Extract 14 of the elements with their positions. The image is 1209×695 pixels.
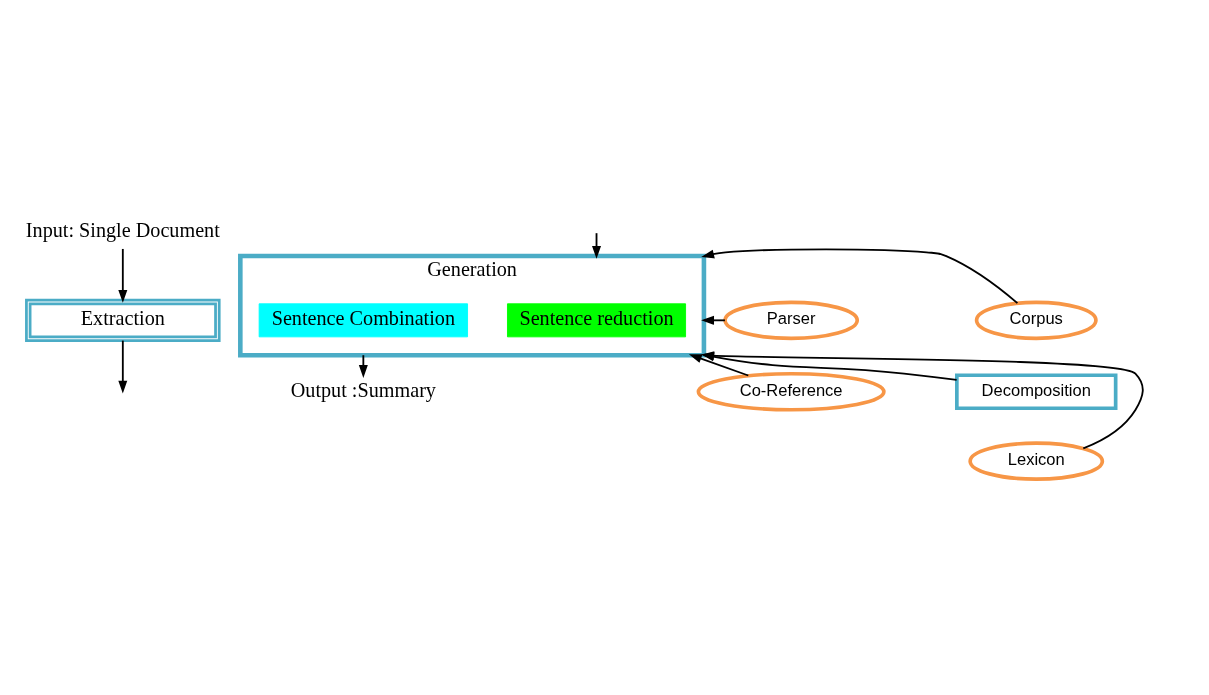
node-box: Sentence reduction (507, 303, 687, 338)
arrow (701, 315, 726, 325)
arrow (118, 339, 128, 394)
node-ellipse: Parser (723, 300, 860, 341)
node-box: Sentence Combination (258, 303, 468, 338)
arrow (118, 248, 128, 303)
arrow (358, 354, 368, 378)
node-ellipse: Lexicon (968, 441, 1105, 481)
node-box: Decomposition (955, 373, 1118, 411)
arrow (701, 248, 1019, 304)
node-text: Output :Summary (290, 378, 436, 401)
node-ellipse: Corpus (974, 300, 1098, 341)
node-text: Input: Single Document (25, 219, 220, 242)
node-ellipse: Co-Reference (696, 371, 886, 412)
